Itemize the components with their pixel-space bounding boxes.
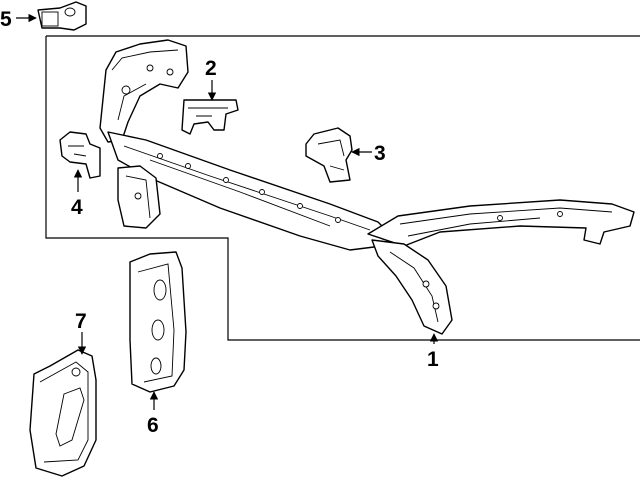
callout-6-label: 6 <box>147 414 159 437</box>
part-7-support[interactable] <box>29 349 97 477</box>
callout-2-label: 2 <box>205 57 217 80</box>
callout-4-label: 4 <box>71 196 83 219</box>
part-6-support[interactable] <box>129 251 187 393</box>
callout-5: 5 <box>0 8 37 31</box>
callout-5-label: 5 <box>0 8 12 31</box>
callout-2: 2 <box>205 57 217 101</box>
part-5-clip[interactable] <box>37 1 87 31</box>
callout-1: 1 <box>427 333 439 371</box>
callout-3-label: 3 <box>374 142 386 165</box>
callout-1-label: 1 <box>427 348 439 371</box>
part-1-radiator-support[interactable] <box>99 39 635 335</box>
callout-7-label: 7 <box>75 310 87 333</box>
part-3-bracket[interactable] <box>305 127 353 183</box>
callout-6: 6 <box>147 391 159 437</box>
callout-7: 7 <box>75 310 87 355</box>
callout-3: 3 <box>351 142 386 165</box>
assembly-outline-box <box>45 35 640 341</box>
callout-4: 4 <box>71 169 83 219</box>
part-2-bracket[interactable] <box>181 99 239 135</box>
part-4-bracket[interactable] <box>59 131 101 179</box>
